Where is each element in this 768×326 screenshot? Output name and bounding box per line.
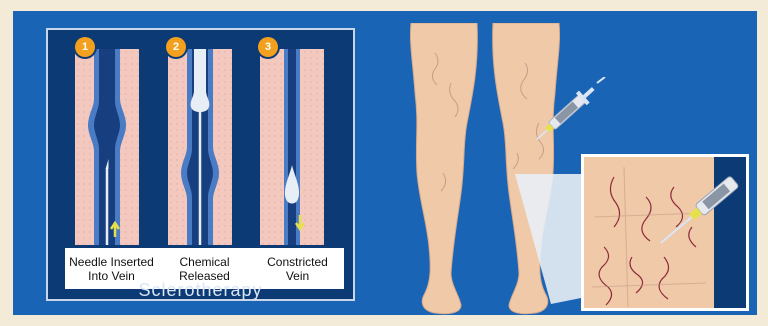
step-1-badge: 1 [75, 37, 95, 57]
step-3-badge: 3 [258, 37, 278, 57]
step-3-vein-illustration [260, 49, 324, 245]
diagram-title: Sclerotherapy [48, 280, 353, 300]
step-3-caption: Constricted Vein [254, 255, 342, 283]
sclerotherapy-steps-panel: 1 2 3 Needle Inserted Into Vein Chemical… [46, 28, 355, 301]
step-2-caption: Chemical Released [161, 255, 249, 283]
step-2-badge: 2 [166, 37, 186, 57]
step-1-caption: Needle Inserted Into Vein [68, 255, 156, 283]
diagram-canvas: 1 2 3 Needle Inserted Into Vein Chemical… [13, 11, 757, 315]
step-2-vein-illustration [168, 49, 232, 245]
step-1-vein-illustration [75, 49, 139, 245]
syringe-icon [525, 77, 607, 151]
skin-closeup-inset [581, 154, 749, 311]
